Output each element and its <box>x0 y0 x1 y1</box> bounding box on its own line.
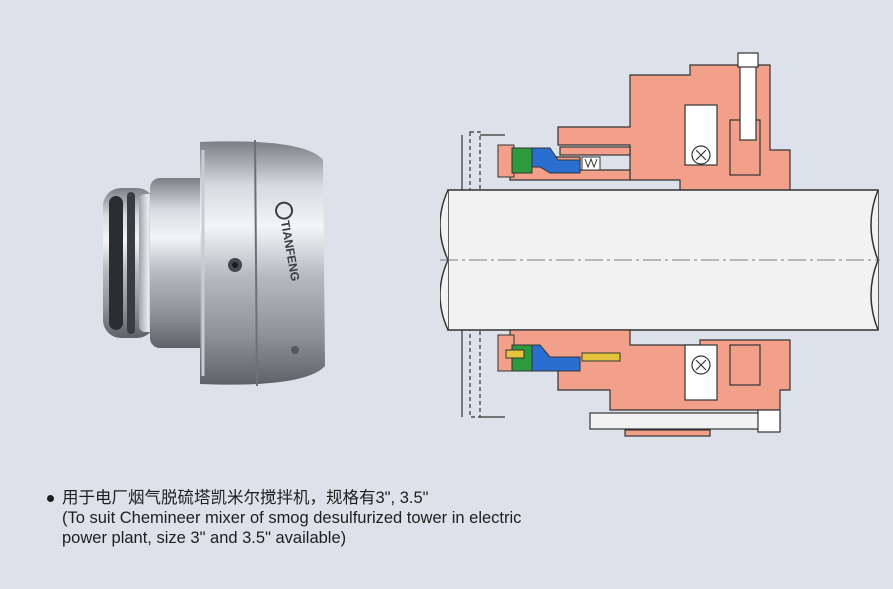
seal-cross-section-drawing <box>440 52 880 437</box>
caption-chinese-line: 用于电厂烟气脱硫塔凯米尔搅拌机，规格有3", 3.5" <box>62 489 429 507</box>
seal-product-photo: TIANFENG <box>103 139 325 387</box>
upper-gland-housing <box>509 52 791 196</box>
lower-seal-faces <box>497 334 621 372</box>
bullet-icon <box>47 495 54 502</box>
upper-seal-faces <box>497 144 601 178</box>
caption-block: 用于电厂烟气脱硫塔凯米尔搅拌机，规格有3", 3.5" (To suit Che… <box>45 488 865 548</box>
lower-gland-housing <box>509 329 791 437</box>
shaft <box>440 189 880 331</box>
caption-english-line-1: (To suit Chemineer mixer of smog desulfu… <box>62 509 522 527</box>
caption-english-line-2: power plant, size 3" and 3.5" available) <box>62 529 347 547</box>
caption-bullet-row: 用于电厂烟气脱硫塔凯米尔搅拌机，规格有3", 3.5" <box>45 488 865 508</box>
